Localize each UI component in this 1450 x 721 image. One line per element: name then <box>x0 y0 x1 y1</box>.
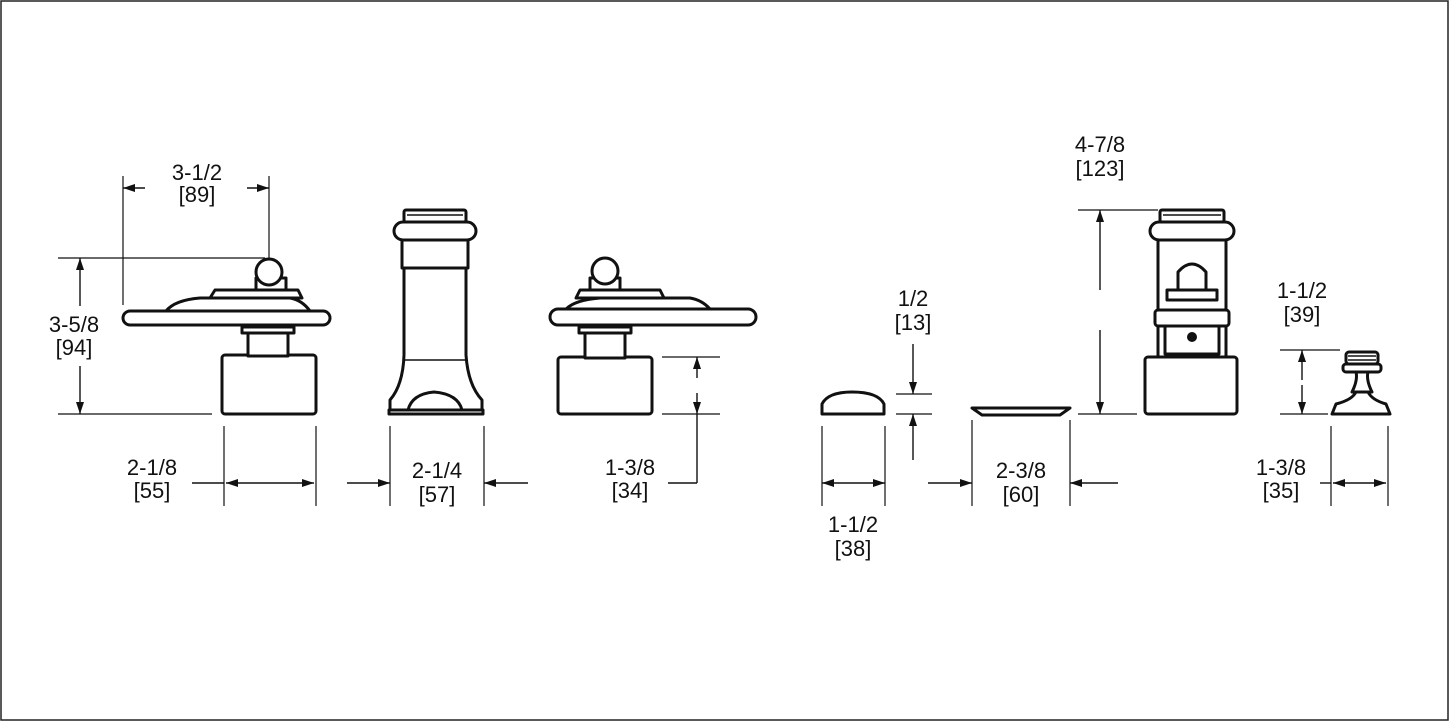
spout-height-imperial: 3-5/8 <box>49 312 99 337</box>
escutcheon-height-imperial: 1/2 <box>898 286 929 311</box>
spout-front-view <box>387 208 485 416</box>
escutcheon-view <box>820 390 886 416</box>
spout-base-height-imperial: 1-3/8 <box>605 455 655 480</box>
spout-front-dimensions <box>347 426 528 506</box>
handle-view <box>1330 350 1392 416</box>
spout-base-width-imperial: 2-1/8 <box>127 455 177 480</box>
handle-width-metric: [35] <box>1263 478 1300 503</box>
plate-width-imperial: 2-3/8 <box>996 458 1046 483</box>
escutcheon-height-metric: [13] <box>895 310 932 335</box>
valve-height-imperial: 4-7/8 <box>1075 132 1125 157</box>
handle-height-metric: [39] <box>1284 302 1321 327</box>
spout-rear-view <box>548 256 758 416</box>
escutcheon-width-imperial: 1-1/2 <box>828 512 878 537</box>
handle-height-imperial: 1-1/2 <box>1277 278 1327 303</box>
spout-side-dimensions <box>58 176 317 506</box>
plate-dimensions <box>928 420 1118 506</box>
spout-height-metric: [94] <box>56 335 93 360</box>
plate-width-metric: [60] <box>1003 482 1040 507</box>
handle-dimensions <box>1280 349 1389 506</box>
escutcheon-width-metric: [38] <box>835 536 872 561</box>
spout-front-width-imperial: 2-1/4 <box>412 458 462 483</box>
spout-width-imperial: 3-1/2 <box>172 160 222 185</box>
spout-front-width-metric: [57] <box>419 482 456 507</box>
escutcheon-dimensions <box>821 344 932 506</box>
spout-base-height-metric: [34] <box>612 478 649 503</box>
spout-width-metric: [89] <box>179 182 216 207</box>
valve-dimensions <box>1078 209 1158 415</box>
plate-view <box>970 406 1072 417</box>
spout-base-width-metric: [55] <box>134 478 171 503</box>
valve-view <box>1143 208 1239 416</box>
spout-side-view <box>121 257 332 416</box>
spout-rear-dimensions <box>662 356 720 484</box>
handle-width-imperial: 1-3/8 <box>1256 455 1306 480</box>
valve-height-metric: [123] <box>1076 156 1125 181</box>
